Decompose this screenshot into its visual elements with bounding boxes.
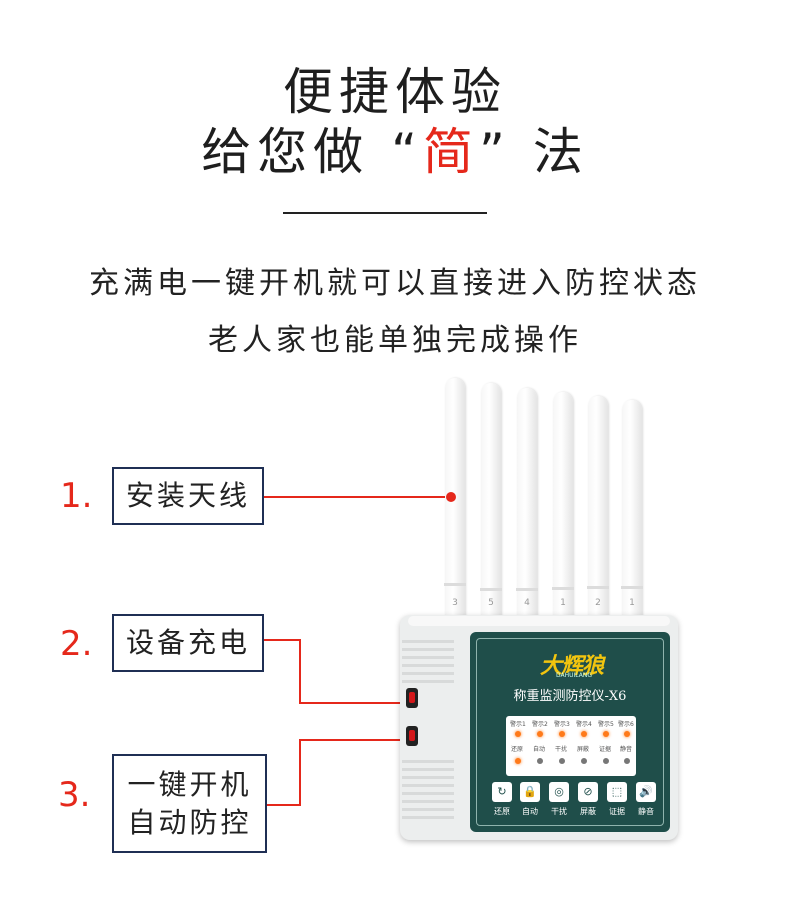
key-label-shield: 屏蔽 [580, 807, 596, 816]
refresh-icon[interactable]: ↻ [492, 782, 512, 802]
led-mute [624, 758, 630, 764]
antenna-5: 2 [587, 396, 609, 628]
key-label-evidence: 证据 [609, 807, 625, 816]
key-label-auto: 自动 [522, 807, 538, 816]
power-switch[interactable] [406, 726, 418, 746]
brand-subtitle: DAHUILANG [556, 672, 593, 679]
step-2-number: 2. [60, 624, 93, 664]
key-label-restore: 还原 [494, 807, 510, 816]
antenna-2: 5 [480, 383, 502, 628]
device-model: 称重监测防控仪-X6 [513, 689, 627, 704]
title-line-2: 给您做 “简” 法 [201, 123, 589, 181]
device-panel-border [476, 638, 664, 826]
brand-logo: 大辉狼 [540, 654, 604, 679]
led-auto [537, 758, 543, 764]
led-warn-4 [581, 731, 587, 737]
step-3-number: 3. [58, 775, 91, 815]
led-shield [581, 758, 587, 764]
title-divider [283, 212, 487, 214]
connector-charge [264, 639, 410, 704]
block-icon[interactable]: ⊘ [578, 782, 598, 802]
speaker-icon[interactable]: 🔊 [636, 782, 656, 802]
step-2-label: 设备充电 [125, 626, 250, 659]
title-line-1: 便捷体验 [283, 63, 507, 121]
led-warn-6 [624, 731, 630, 737]
antenna-marker-dot [446, 492, 456, 502]
key-label-jam: 干扰 [551, 807, 567, 816]
title-highlight: 简 [423, 123, 479, 181]
step-3-label-line2: 自动防控 [127, 806, 252, 839]
led-restore [515, 758, 521, 764]
description-line-1: 充满电一键开机就可以直接进入防控状态 [89, 266, 701, 301]
key-label-mute: 静音 [638, 807, 654, 816]
step-2-box: 设备充电 [112, 614, 264, 672]
antenna-4: 1 [552, 392, 574, 628]
antenna-6: 1 [621, 400, 643, 628]
led-warn-1 [515, 731, 521, 737]
lock-icon[interactable]: 🔒 [520, 782, 540, 802]
step-1-number: 1. [60, 476, 93, 516]
charge-port[interactable] [406, 688, 418, 708]
led-warn-5 [603, 731, 609, 737]
antenna-1: 3 [444, 378, 466, 628]
led-evidence [603, 758, 609, 764]
led-warn-2 [537, 731, 543, 737]
step-1-box: 安装天线 [112, 467, 264, 525]
step-1-label: 安装天线 [125, 479, 250, 512]
scan-icon[interactable]: ⬚ [607, 782, 627, 802]
signal-icon[interactable]: ◎ [549, 782, 569, 802]
led-warn-3 [559, 731, 565, 737]
description-line-2: 老人家也能单独完成操作 [208, 323, 582, 358]
antenna-3: 4 [516, 388, 538, 628]
led-board: 警示1 警示2 警示3 警示4 警示5 警示6 还原 自动 干扰 屏蔽 证据 静… [506, 716, 636, 776]
device-case-top [408, 616, 670, 626]
led-jam [559, 758, 565, 764]
step-3-box: 一键开机 自动防控 [112, 754, 267, 853]
step-3-label-line1: 一键开机 [127, 768, 252, 801]
connector-power [267, 739, 410, 806]
